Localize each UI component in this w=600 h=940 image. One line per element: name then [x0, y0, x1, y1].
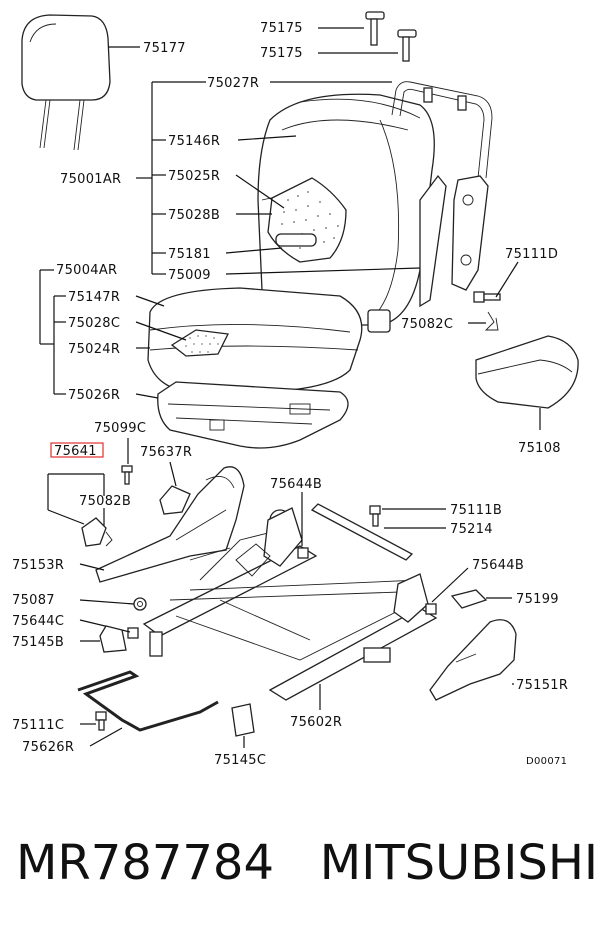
label-75111C: 75111C — [12, 718, 64, 733]
rod-75626R — [77, 670, 219, 732]
label-75644B-right: 75644B — [472, 558, 524, 573]
clip-75082C-top — [484, 311, 499, 331]
label-75028B: 75028B — [168, 208, 220, 223]
label-75644C: 75644C — [12, 614, 64, 629]
label-75626R: 75626R — [22, 740, 74, 755]
diagram-code: D00071 — [526, 756, 567, 767]
label-75099C: 75099C — [94, 421, 146, 436]
label-75147R: 75147R — [68, 290, 120, 305]
label-75026R: 75026R — [68, 388, 120, 403]
cover-75637R — [159, 485, 191, 515]
label-75145C: 75145C — [214, 753, 266, 768]
armrest-pad-75108 — [475, 335, 579, 409]
label-75641: 75641 — [54, 444, 97, 459]
clip-75644B-right — [425, 603, 437, 615]
label-75602R: 75602R — [290, 715, 342, 730]
brand-name: MITSUBISHI — [319, 835, 599, 891]
bracket-seat-back-group — [136, 81, 206, 275]
label-75181: 75181 — [168, 247, 211, 262]
bolt-75111B — [369, 505, 381, 527]
label-75199: 75199 — [516, 592, 559, 607]
headrest-guide-pins — [365, 11, 417, 62]
side-shield-75153R — [95, 466, 245, 583]
part-footer: MR787784 MITSUBISHI — [16, 835, 599, 891]
label-75637R: 75637R — [140, 445, 192, 460]
label-75175-a: 75175 — [260, 21, 303, 36]
knob-75641 — [81, 517, 113, 547]
headrest-illustration — [21, 14, 111, 151]
label-75644B-top: 75644B — [270, 477, 322, 492]
label-75108: 75108 — [518, 441, 561, 456]
clip-75644C — [127, 627, 139, 639]
label-75087: 75087 — [12, 593, 55, 608]
plate-75199 — [450, 589, 488, 609]
bracket-seat-cushion-group — [39, 269, 66, 395]
bar-75214 — [310, 503, 414, 561]
label-75025R: 75025R — [168, 169, 220, 184]
screw-75099C — [121, 465, 133, 485]
bracket-75145B — [99, 625, 127, 653]
bolt-75111D — [473, 291, 501, 303]
label-75028C: 75028C — [68, 316, 120, 331]
label-75082C-top: 75082C — [401, 317, 453, 332]
bracket-75145C — [231, 703, 255, 737]
label-75151R: 75151R — [516, 678, 568, 693]
label-75214: 75214 — [450, 522, 493, 537]
label-75009: 75009 — [168, 268, 211, 283]
label-75024R: 75024R — [68, 342, 120, 357]
clip-75644B-top — [297, 547, 309, 559]
seat-track-frame-illustration — [142, 507, 438, 701]
nut-75087 — [133, 597, 147, 611]
label-75146R: 75146R — [168, 134, 220, 149]
label-75641-highlight — [50, 442, 104, 458]
label-75175-b: 75175 — [260, 46, 303, 61]
label-75082B: 75082B — [79, 494, 131, 509]
label-75111B: 75111B — [450, 503, 502, 518]
label-75004AR: 75004AR — [56, 263, 117, 278]
label-75145B: 75145B — [12, 635, 64, 650]
label-75111D: 75111D — [505, 247, 558, 262]
label-75153R: 75153R — [12, 558, 64, 573]
part-number: MR787784 — [16, 835, 274, 891]
bolt-75111C — [95, 711, 107, 731]
seat-back-frame-illustration — [391, 81, 493, 308]
side-cover-75151R — [429, 619, 517, 701]
seat-back-illustration — [257, 93, 435, 333]
label-75027R: 75027R — [207, 76, 259, 91]
label-75001AR: 75001AR — [60, 172, 121, 187]
seat-cushion-illustration — [147, 287, 363, 449]
label-75177: 75177 — [143, 41, 186, 56]
